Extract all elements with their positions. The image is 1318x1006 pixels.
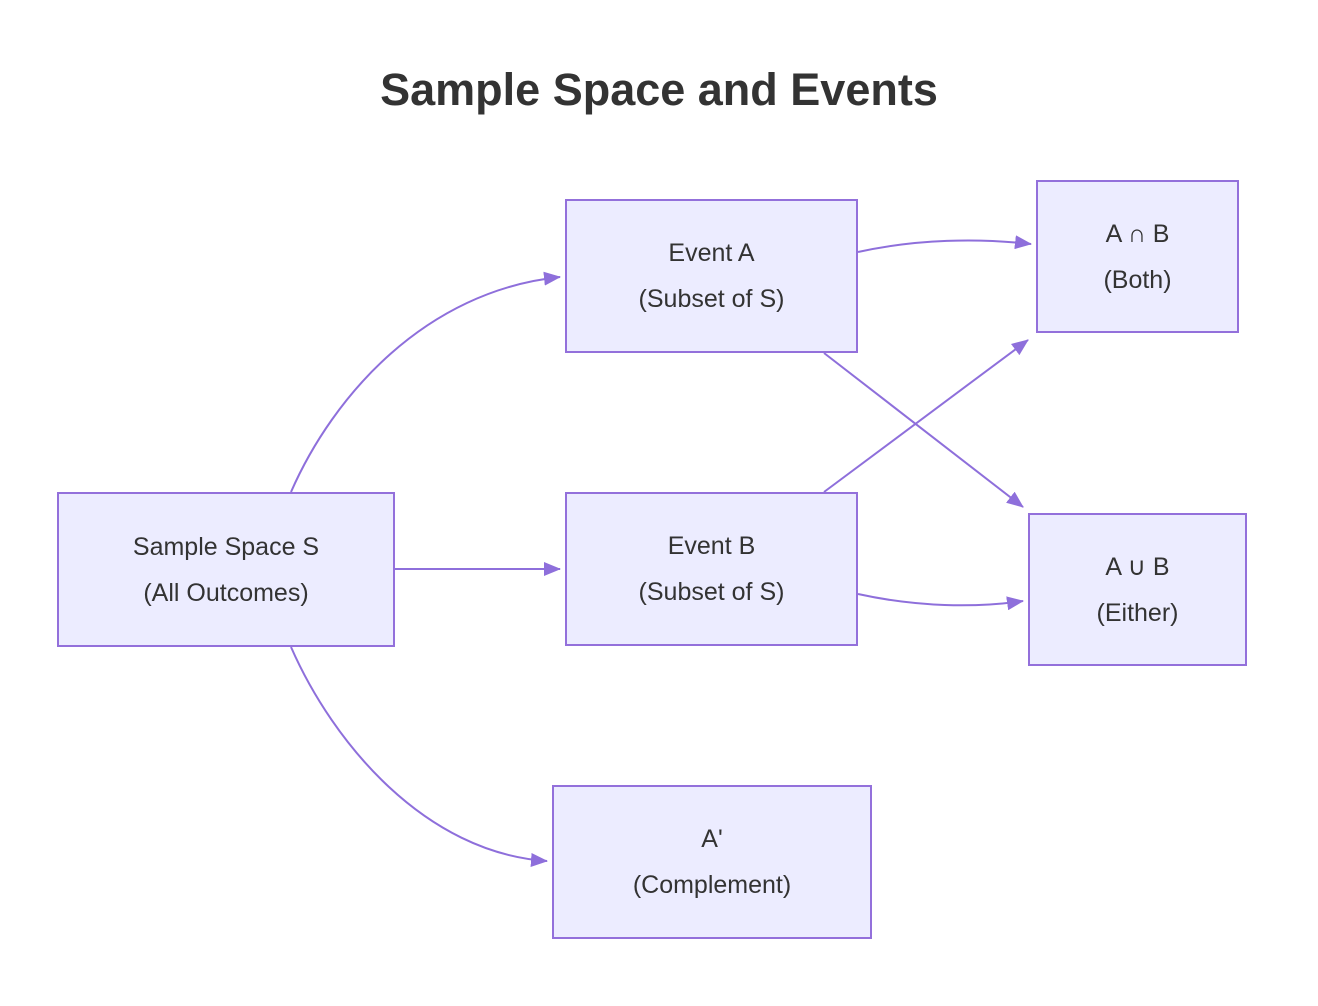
node-event-b: Event B (Subset of S): [565, 492, 858, 646]
node-event-a-label: Event A: [668, 239, 755, 267]
edge-event-b-to-union: [857, 593, 1024, 611]
edge-event-b-to-intersection: [823, 339, 1029, 493]
edge-sample-space-to-complement: [290, 646, 548, 867]
node-event-a: Event A (Subset of S): [565, 199, 858, 353]
node-intersection-sublabel: (Both): [1103, 265, 1172, 294]
node-sample-space: Sample Space S (All Outcomes): [57, 492, 395, 647]
node-event-b-sublabel: (Subset of S): [638, 578, 785, 606]
node-sample-space-sublabel: (All Outcomes): [143, 578, 309, 607]
node-intersection: A ∩ B (Both): [1036, 180, 1239, 333]
node-union-sublabel: (Either): [1096, 598, 1179, 627]
edge-event-a-to-intersection: [857, 235, 1032, 253]
node-complement: A' (Complement): [552, 785, 872, 939]
node-event-b-label: Event B: [667, 532, 756, 560]
node-sample-space-label: Sample Space S: [132, 532, 320, 561]
node-event-a-sublabel: (Subset of S): [638, 285, 785, 313]
diagram-title: Sample Space and Events: [380, 64, 938, 115]
node-union: A ∪ B (Either): [1028, 513, 1247, 666]
node-intersection-label: A ∩ B: [1105, 219, 1170, 248]
edge-sample-space-to-event-a: [290, 271, 561, 493]
node-complement-sublabel: (Complement): [632, 871, 792, 899]
node-complement-label: A': [701, 825, 723, 853]
edge-event-a-to-union: [823, 352, 1024, 508]
node-union-label: A ∪ B: [1105, 552, 1170, 581]
